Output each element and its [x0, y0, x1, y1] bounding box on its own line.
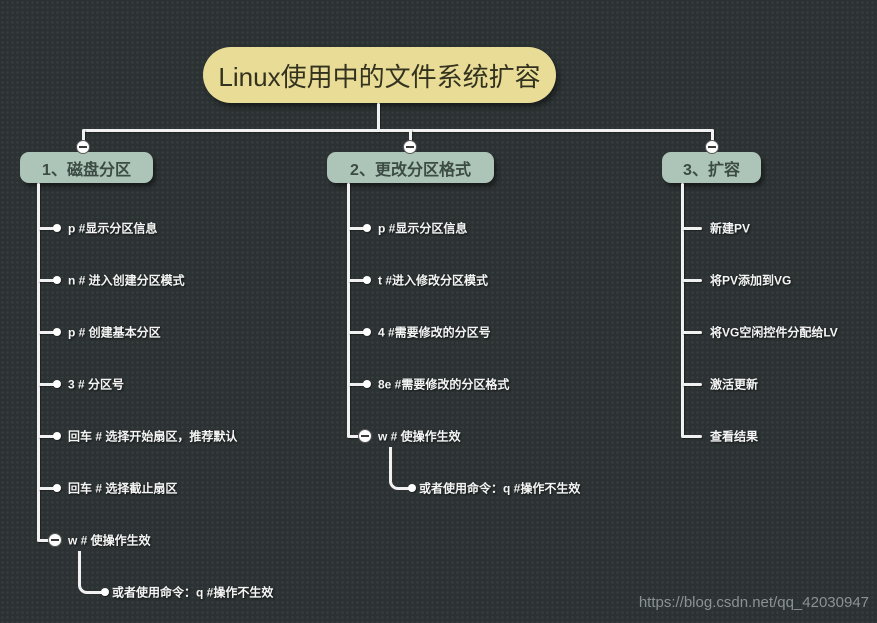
- minus-toggle-icon[interactable]: [76, 140, 90, 154]
- connector-line: [38, 486, 57, 490]
- connector-line: [38, 330, 57, 334]
- connector-line: [348, 434, 360, 438]
- topic-label[interactable]: 新建PV: [710, 221, 751, 236]
- watermark: https://blog.csdn.net/qq_42030947: [638, 594, 869, 611]
- connector-line: [38, 226, 57, 230]
- connector-line: [348, 226, 367, 230]
- branch-topic-node[interactable]: 2、更改分区格式: [327, 152, 494, 183]
- connector-line: [83, 129, 713, 132]
- connector-line: [408, 129, 412, 143]
- item-bullet: [53, 276, 61, 284]
- topic-label[interactable]: t #进入修改分区模式: [378, 273, 489, 288]
- connector-line: [376, 103, 380, 132]
- topic-label[interactable]: p #显示分区信息: [68, 221, 158, 236]
- minus-toggle-icon[interactable]: [358, 429, 372, 443]
- topic-label[interactable]: 回车 # 选择开始扇区，推荐默认: [68, 429, 238, 444]
- item-bullet: [363, 224, 371, 232]
- connector-line: [682, 278, 702, 282]
- topic-label[interactable]: 激活更新: [710, 377, 759, 392]
- connector-line: [710, 129, 714, 143]
- item-bullet: [101, 588, 109, 596]
- connector-line: [682, 330, 702, 334]
- topic-label[interactable]: 3 # 分区号: [68, 377, 125, 392]
- item-bullet: [363, 276, 371, 284]
- topic-label[interactable]: p #显示分区信息: [378, 221, 468, 236]
- connector-line: [38, 434, 57, 438]
- connector-line: [348, 382, 367, 386]
- connector-line: [346, 183, 350, 438]
- root-topic-node[interactable]: Linux使用中的文件系统扩容: [203, 47, 556, 103]
- item-bullet: [53, 328, 61, 336]
- topic-label[interactable]: p # 创建基本分区: [68, 325, 161, 340]
- topic-label[interactable]: 4 #需要修改的分区号: [378, 325, 491, 340]
- topic-label[interactable]: 将PV添加到VG: [710, 273, 792, 288]
- item-bullet: [53, 432, 61, 440]
- connector-line: [81, 129, 85, 143]
- item-bullet: [408, 484, 416, 492]
- branch-topic-node[interactable]: 3、扩容: [662, 152, 761, 183]
- minus-toggle-icon[interactable]: [48, 533, 62, 547]
- minus-toggle-icon[interactable]: [403, 140, 417, 154]
- topic-label[interactable]: 查看结果: [710, 429, 759, 444]
- item-bullet: [53, 380, 61, 388]
- item-bullet: [363, 380, 371, 388]
- connector-line: [38, 538, 50, 542]
- connector-line: [348, 330, 367, 334]
- branch-topic-node[interactable]: 1、磁盘分区: [20, 152, 153, 183]
- item-bullet: [53, 224, 61, 232]
- connector-line: [388, 447, 409, 490]
- topic-label[interactable]: 8e #需要修改的分区格式: [378, 377, 510, 392]
- topic-label[interactable]: n # 进入创建分区模式: [68, 273, 185, 288]
- item-bullet: [363, 328, 371, 336]
- connector-line: [38, 382, 57, 386]
- topic-label[interactable]: 或者使用命令：q #操作不生效: [112, 585, 274, 600]
- connector-line: [348, 278, 367, 282]
- minus-toggle-icon[interactable]: [705, 140, 719, 154]
- connector-line: [38, 278, 57, 282]
- connector-line: [682, 226, 702, 230]
- connector-line: [682, 382, 702, 386]
- connector-line: [36, 183, 40, 542]
- connector-line: [77, 551, 102, 594]
- connector-line: [682, 434, 702, 438]
- item-bullet: [53, 484, 61, 492]
- topic-label[interactable]: 回车 # 选择截止扇区: [68, 481, 178, 496]
- topic-label[interactable]: w # 使操作生效: [68, 533, 151, 548]
- topic-label[interactable]: 或者使用命令：q #操作不生效: [419, 481, 581, 496]
- topic-label[interactable]: 将VG空闲控件分配给LV: [710, 325, 838, 340]
- connector-line: [680, 183, 684, 438]
- topic-label[interactable]: w # 使操作生效: [378, 429, 461, 444]
